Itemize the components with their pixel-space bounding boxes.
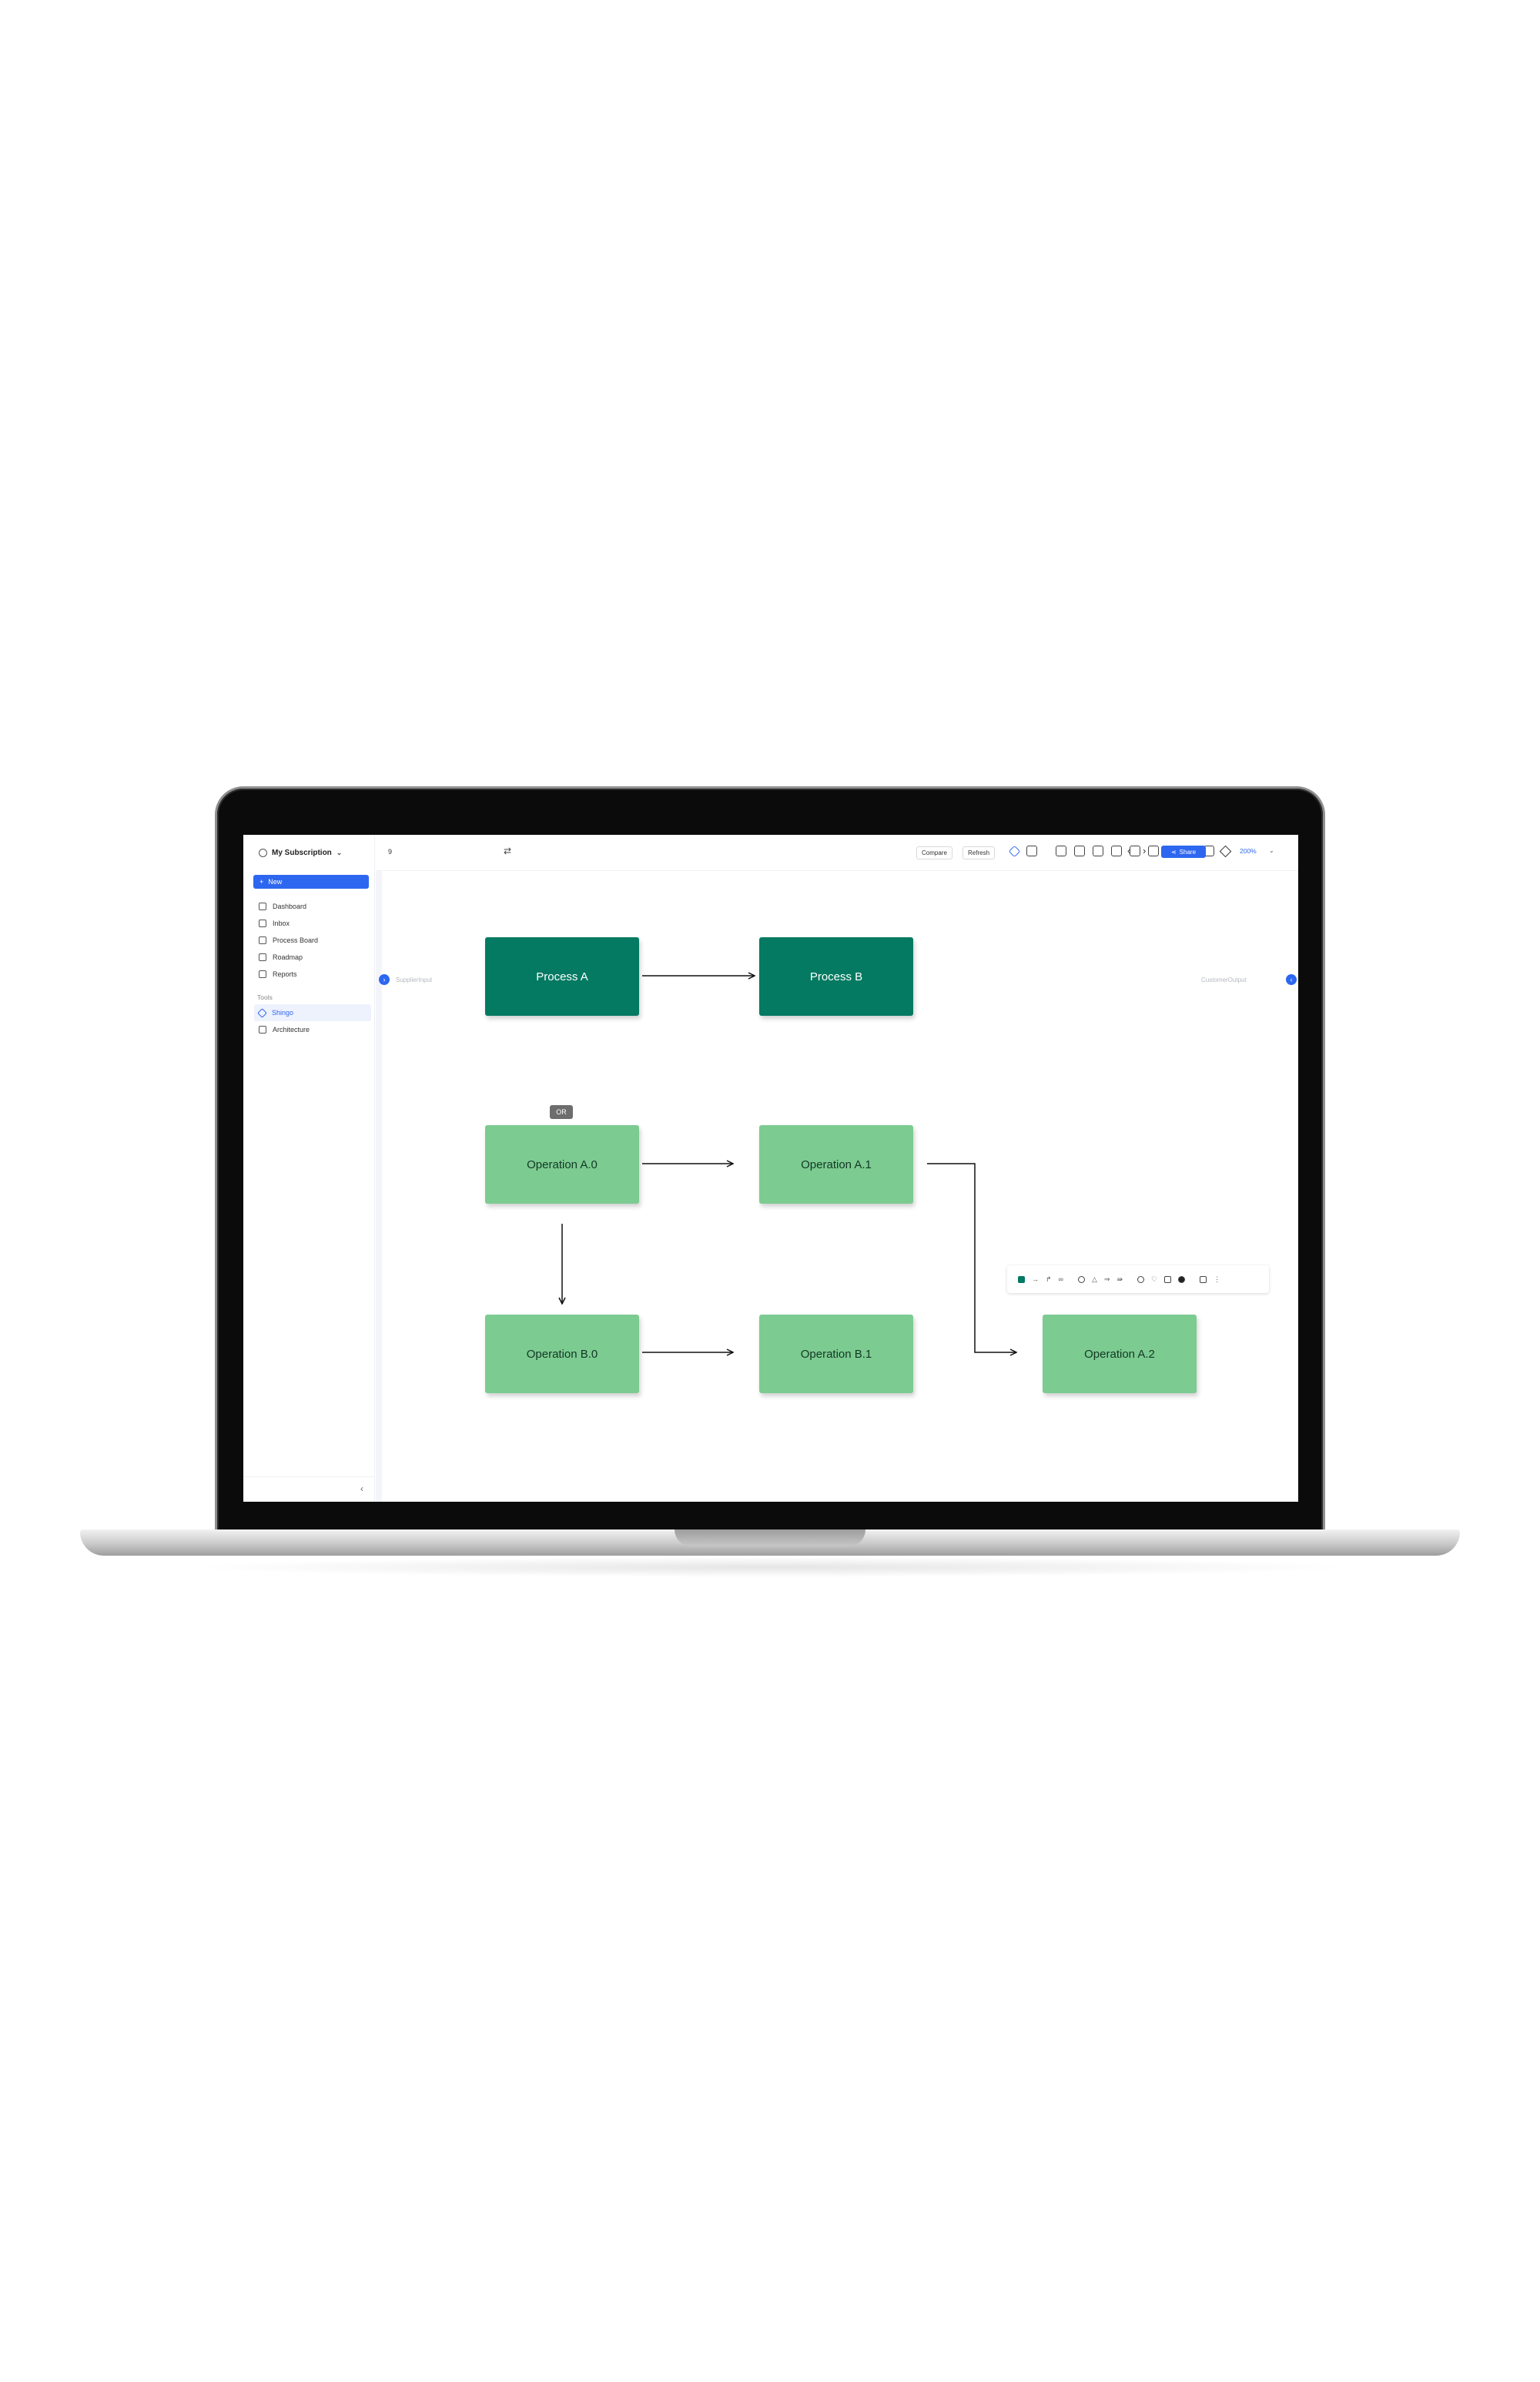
collapse-sidebar-icon[interactable]: ‹ (360, 1483, 363, 1494)
top-toolbar: 9 ⇄ Compare Refresh ‹ › ⋖ Share (376, 835, 1298, 871)
shingo-view-icon[interactable] (1008, 845, 1021, 858)
customer-output-label: CustomerOutput (1201, 977, 1247, 983)
link-icon[interactable]: ∞ (1058, 1275, 1063, 1283)
heart-icon[interactable]: ♡ (1150, 1275, 1158, 1283)
architecture-icon (259, 1026, 266, 1034)
compare-button[interactable]: Compare (916, 846, 952, 859)
sidebar-item-roadmap[interactable]: Roadmap (254, 949, 371, 966)
forward-icon[interactable]: ⇒ (1103, 1275, 1110, 1283)
share-icon: ⋖ (1170, 848, 1177, 856)
sidebar-item-inbox[interactable]: Inbox (254, 915, 371, 932)
sidebar-item-label: Shingo (272, 1009, 294, 1017)
process-canvas[interactable]: › SupplierInput CustomerOutput ‹ Process… (379, 871, 1298, 1502)
layers-icon[interactable] (1026, 846, 1037, 856)
chevron-down-icon: ⌄ (336, 849, 343, 856)
canvas-left-gutter (376, 871, 383, 1502)
share-button[interactable]: ⋖ Share (1161, 846, 1206, 858)
fast-forward-icon[interactable]: ⇛ (1116, 1275, 1123, 1283)
sidebar-item-label: Roadmap (273, 953, 303, 961)
triangle-shape-icon[interactable]: △ (1091, 1275, 1097, 1283)
laptop-shadow (185, 1557, 1355, 1577)
node-operation-a0[interactable]: Operation A.0 (485, 1125, 639, 1204)
document-number: 9 (388, 848, 393, 856)
building-icon[interactable] (1148, 846, 1159, 856)
share-label: Share (1179, 848, 1197, 856)
sidebar-item-reports[interactable]: Reports (254, 966, 371, 983)
redirect-icon[interactable]: ↱ (1046, 1275, 1052, 1283)
sidebar-item-label: Inbox (273, 920, 290, 927)
sidebar-item-architecture[interactable]: Architecture (254, 1021, 371, 1038)
record-icon[interactable] (1178, 1275, 1186, 1283)
connection-lines (382, 871, 1298, 1502)
chart-icon[interactable] (1130, 846, 1140, 856)
node-operation-a1[interactable]: Operation A.1 (759, 1125, 913, 1204)
fill-color-icon[interactable] (1018, 1275, 1025, 1283)
board-icon (259, 936, 266, 944)
globe-icon (259, 849, 267, 857)
sidebar-item-process-board[interactable]: Process Board (254, 932, 371, 949)
laptop-lid: My Subscription ⌄ + New Dashboard Inbox (217, 789, 1323, 1533)
sidebar-collapse-bar: ‹ (243, 1476, 374, 1502)
plus-icon: + (259, 878, 264, 886)
arrow-right-icon[interactable]: → (1032, 1275, 1039, 1283)
inbox-icon (259, 920, 266, 927)
sidebar-item-label: Architecture (273, 1026, 310, 1034)
roadmap-icon (259, 953, 266, 961)
subscription-switcher[interactable]: My Subscription ⌄ (259, 849, 342, 857)
supplier-input-label: SupplierInput (396, 977, 433, 983)
customer-output-handle[interactable]: ‹ (1286, 974, 1297, 985)
sidebar-item-shingo[interactable]: Shingo (254, 1004, 371, 1021)
more-icon[interactable]: ⋮ (1214, 1275, 1221, 1283)
delete-icon[interactable] (1200, 1275, 1207, 1283)
trash-icon[interactable] (1164, 1275, 1172, 1283)
sidebar-item-dashboard[interactable]: Dashboard (254, 898, 371, 915)
document-icon[interactable] (1111, 846, 1122, 856)
or-badge: OR (550, 1105, 573, 1119)
hierarchy-icon[interactable] (1074, 846, 1085, 856)
link-op-a1-to-a2[interactable] (927, 1163, 1016, 1352)
comment-icon[interactable] (1093, 846, 1103, 856)
view-mode-icon[interactable] (1219, 845, 1232, 858)
node-process-b[interactable]: Process B (759, 937, 913, 1016)
refresh-button[interactable]: Refresh (962, 846, 996, 859)
tools-section-header: Tools (257, 993, 273, 1001)
node-operation-b0[interactable]: Operation B.0 (485, 1315, 639, 1393)
sidebar-item-label: Reports (273, 970, 297, 978)
reports-icon (259, 970, 266, 978)
node-operation-b1[interactable]: Operation B.1 (759, 1315, 913, 1393)
laptop-notch (675, 1529, 865, 1546)
info-icon[interactable] (1137, 1275, 1144, 1283)
sidebar-item-label: Process Board (273, 936, 319, 944)
next-icon[interactable]: › (1143, 845, 1147, 856)
zoom-chevron-icon[interactable]: ⌄ (1269, 847, 1274, 854)
sidebar-item-label: Dashboard (273, 903, 307, 910)
node-process-a[interactable]: Process A (485, 937, 639, 1016)
filter-icon[interactable]: ⇄ (504, 846, 512, 856)
link-icon[interactable] (1056, 846, 1066, 856)
previous-icon[interactable]: ‹ (1127, 845, 1131, 856)
node-operation-a2[interactable]: Operation A.2 (1043, 1315, 1197, 1393)
sidebar-nav: Dashboard Inbox Process Board Roadmap Re… (254, 898, 371, 1038)
app-screen: My Subscription ⌄ + New Dashboard Inbox (243, 835, 1298, 1502)
new-button-label: New (268, 878, 283, 886)
node-context-toolbar: → ↱ ∞ △ ⇒ ⇛ ♡ ⋮ (1007, 1265, 1269, 1293)
sidebar: My Subscription ⌄ + New Dashboard Inbox (243, 835, 375, 1502)
new-button[interactable]: + New (253, 875, 369, 889)
shingo-icon (257, 1007, 267, 1018)
circle-shape-icon[interactable] (1077, 1275, 1085, 1283)
laptop-base (80, 1529, 1460, 1556)
subscription-label: My Subscription (272, 849, 332, 857)
zoom-level[interactable]: 200% (1240, 847, 1257, 855)
grid-icon (259, 903, 266, 910)
supplier-input-handle[interactable]: › (379, 974, 390, 985)
